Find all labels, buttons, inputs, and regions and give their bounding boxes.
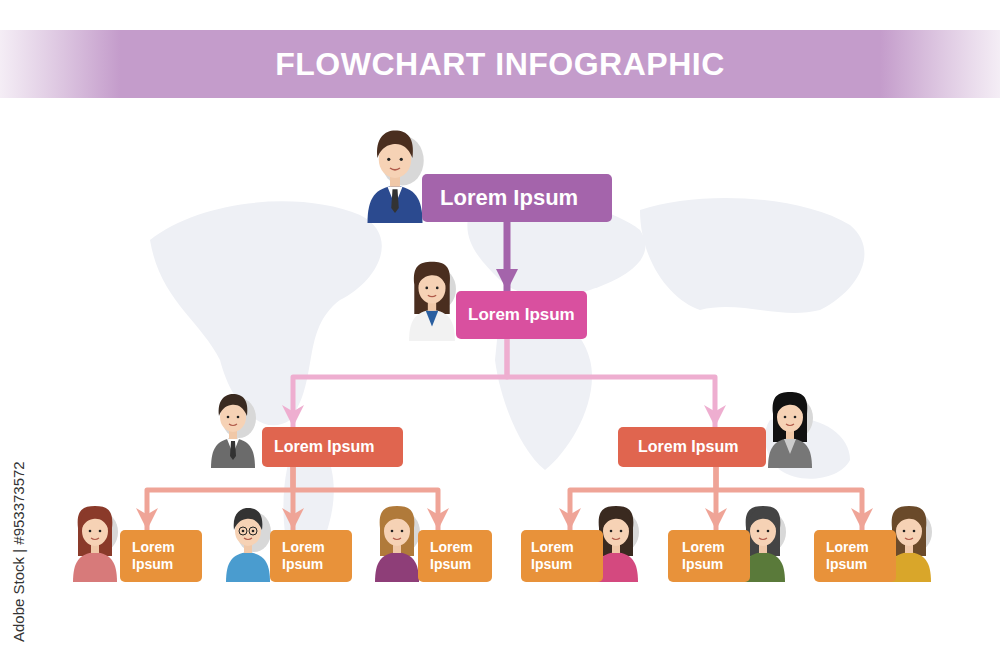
person-avatar (768, 392, 813, 468)
role-box: Lorem Ipsum (618, 427, 766, 467)
person-avatar (211, 394, 256, 468)
member-box: Lorem Ipsum (668, 530, 750, 582)
person-avatar (73, 506, 118, 582)
world-map (150, 198, 864, 572)
node-text: Lorem Ipsum (132, 539, 196, 573)
node-text: Lorem Ipsum (430, 539, 486, 573)
node-text: Lorem Ipsum (682, 539, 744, 573)
org-connector (147, 467, 293, 530)
org-connector (293, 339, 507, 427)
org-connector (504, 222, 511, 291)
member-box: Lorem Ipsum (521, 530, 603, 582)
org-connector (293, 467, 438, 530)
role-box: Lorem Ipsum (456, 291, 587, 339)
node-text: Lorem Ipsum (440, 185, 578, 211)
node-text: Lorem Ipsum (282, 539, 346, 573)
node-text: Lorem Ipsum (468, 305, 575, 325)
person-avatar (368, 131, 424, 224)
role-box: Lorem Ipsum (262, 427, 403, 467)
node-text: Lorem Ipsum (274, 437, 374, 456)
person-avatar (375, 506, 420, 582)
top-role-box: Lorem Ipsum (422, 174, 612, 222)
node-text: Lorem Ipsum (638, 437, 738, 456)
org-connector (570, 467, 716, 530)
member-box: Lorem Ipsum (120, 530, 202, 582)
org-connector (716, 467, 862, 530)
member-box: Lorem Ipsum (270, 530, 352, 582)
watermark-label: Adobe Stock | #953373572 (10, 461, 27, 642)
member-box: Lorem Ipsum (418, 530, 492, 582)
node-text: Lorem Ipsum (826, 539, 890, 573)
node-text: Lorem Ipsum (531, 539, 597, 573)
member-box: Lorem Ipsum (814, 530, 896, 582)
diagram-title: FLOWCHART INFOGRAPHIC (0, 30, 1000, 98)
person-avatar (226, 508, 271, 582)
person-avatar (409, 262, 456, 341)
org-connector (507, 339, 715, 427)
